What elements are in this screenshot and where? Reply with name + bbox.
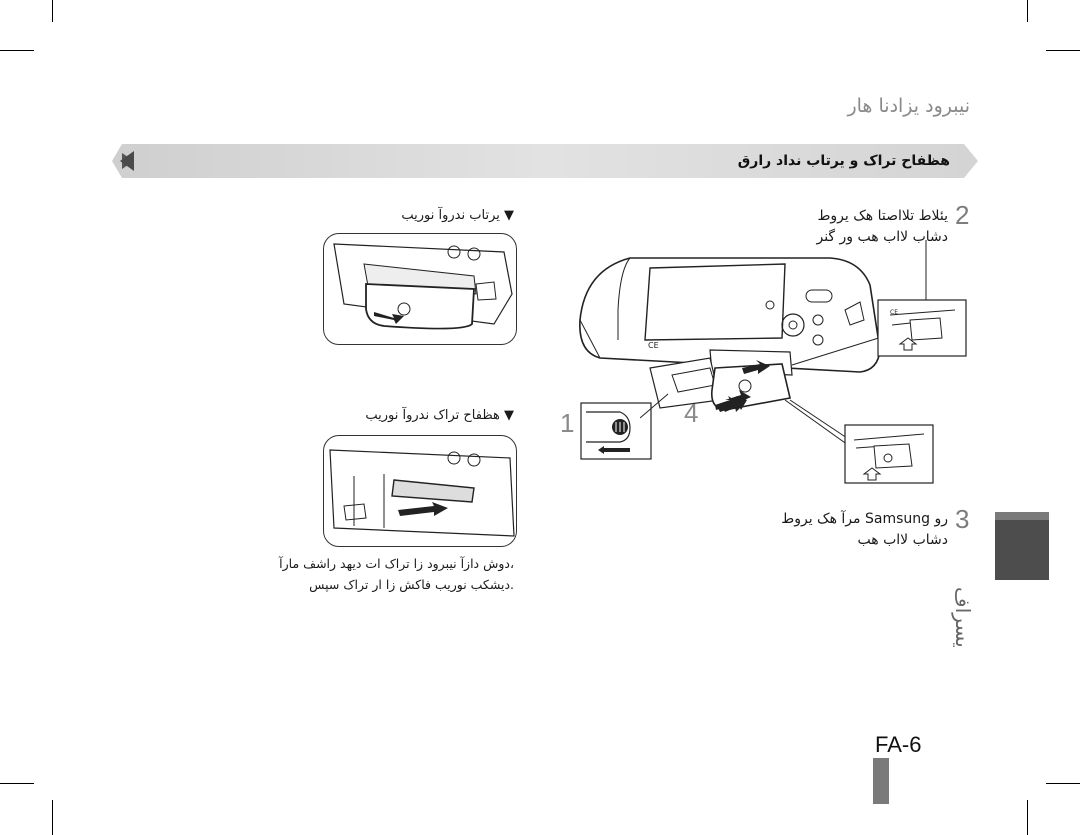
- callout-number: 1: [560, 408, 575, 438]
- camera-illustration: CE CE: [579, 240, 967, 475]
- battery-inset: [844, 424, 934, 484]
- crop-mark: [1046, 50, 1080, 51]
- card-removal-panel: [323, 435, 517, 547]
- svg-text:CE: CE: [890, 309, 898, 316]
- crop-mark: [1046, 783, 1080, 784]
- crop-mark: [1027, 800, 1028, 835]
- page-number: FA-6: [875, 732, 922, 757]
- section-title: هظفاح تراک و یرتاب نداد رارق: [737, 153, 950, 169]
- step-number: 2: [955, 200, 970, 230]
- step-number: 3: [955, 504, 970, 534]
- language-side-tab: [995, 512, 1049, 580]
- crop-mark: [0, 50, 34, 51]
- page-number-block: [873, 758, 889, 804]
- crop-mark: [52, 0, 53, 22]
- panel-caption: ▼ یرتاب ندروآ نوریب: [401, 208, 514, 223]
- step-text: یئلاط تلااصتا هک یروط: [817, 208, 948, 224]
- callout-number: 4: [684, 398, 699, 428]
- step-text: دشاب لااب هب: [857, 532, 949, 548]
- section-title-bar: [112, 144, 978, 178]
- side-tab-accent: [995, 512, 1049, 520]
- hatch-latch-inset: [580, 402, 652, 460]
- note-line: ،دوش دازآ نیبرود زا تراک ات دیهد راشف ما…: [279, 556, 514, 571]
- language-tab-label: یسراف: [951, 587, 975, 648]
- page-subtitle: نیبرود یزادنا هار: [847, 95, 970, 117]
- card-removal-illustration: [329, 449, 515, 537]
- leader-line: [640, 393, 669, 419]
- battery-removal-panel: [323, 233, 517, 345]
- note-line: .دیشکب نوریب فاکش زا ار تراک سپس: [309, 577, 514, 592]
- step-text: رو Samsung مرآ هک یروط: [781, 511, 948, 527]
- svg-text:CE: CE: [648, 341, 659, 350]
- crop-mark: [1027, 0, 1028, 22]
- crop-mark: [52, 800, 53, 835]
- panel-caption: ▼ هظفاح تراک ندروآ نوریب: [365, 408, 514, 423]
- crop-mark: [0, 783, 34, 784]
- battery-removal-illustration: [333, 243, 513, 330]
- arrow-icon: [718, 398, 746, 412]
- step-text: دشاب لااب هب ور گنر: [816, 229, 948, 245]
